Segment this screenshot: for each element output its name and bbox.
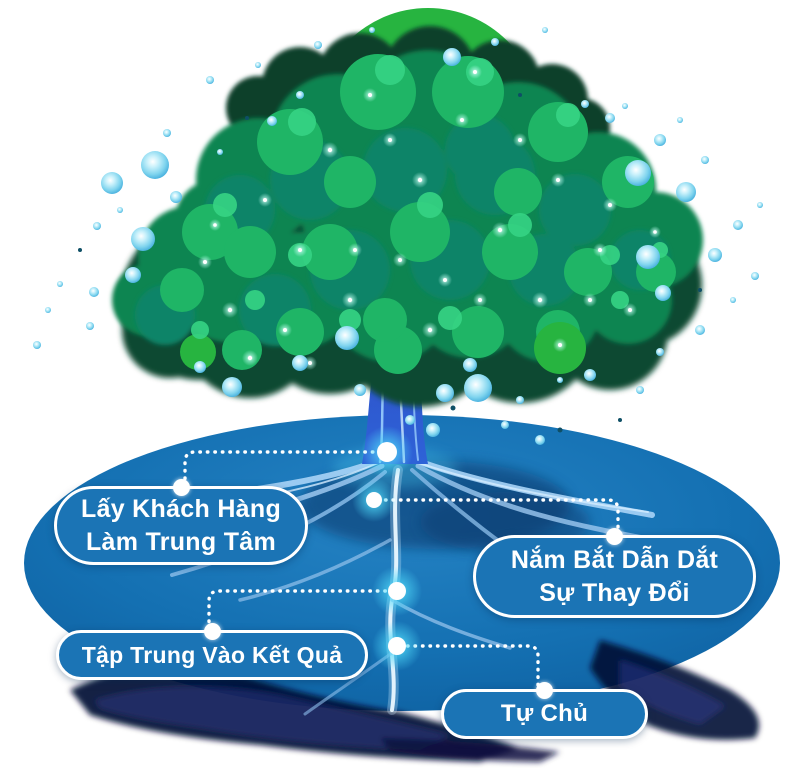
value-label-line: Tự Chủ xyxy=(500,700,589,727)
glow-nodes xyxy=(352,426,422,671)
connector-lines xyxy=(183,450,620,690)
connector-autonomy xyxy=(398,644,540,690)
connector-results xyxy=(207,589,396,631)
value-label-line: Lấy Khách Hàng xyxy=(80,494,282,523)
connector-dot xyxy=(606,528,623,545)
value-pill-autonomy: Tự Chủ xyxy=(441,682,648,739)
tree-canopy xyxy=(112,8,703,407)
value-label-line: Tập Trung Vào Kết Quả xyxy=(81,641,343,668)
value-label-line: Nắm Bắt Dẫn Dắt xyxy=(510,545,719,574)
value-label-line: Làm Trung Tâm xyxy=(85,527,277,556)
value-pill-results-focused: Tập Trung Vào Kết Quả xyxy=(56,623,368,680)
connector-customer xyxy=(183,450,386,488)
connector-dot xyxy=(203,623,221,640)
ground-shadow xyxy=(70,640,760,762)
value-pill-lead-change: Nắm Bắt Dẫn Dắt Sự Thay Đổi xyxy=(473,528,756,618)
floating-bubbles xyxy=(33,27,763,445)
connector-change xyxy=(376,498,620,536)
value-label-line: Sự Thay Đổi xyxy=(539,578,690,607)
value-pill-customer-centric: Lấy Khách Hàng Làm Trung Tâm xyxy=(54,479,308,565)
connector-dot xyxy=(536,682,553,699)
dark-specks xyxy=(78,93,702,433)
connector-dot xyxy=(172,479,190,496)
